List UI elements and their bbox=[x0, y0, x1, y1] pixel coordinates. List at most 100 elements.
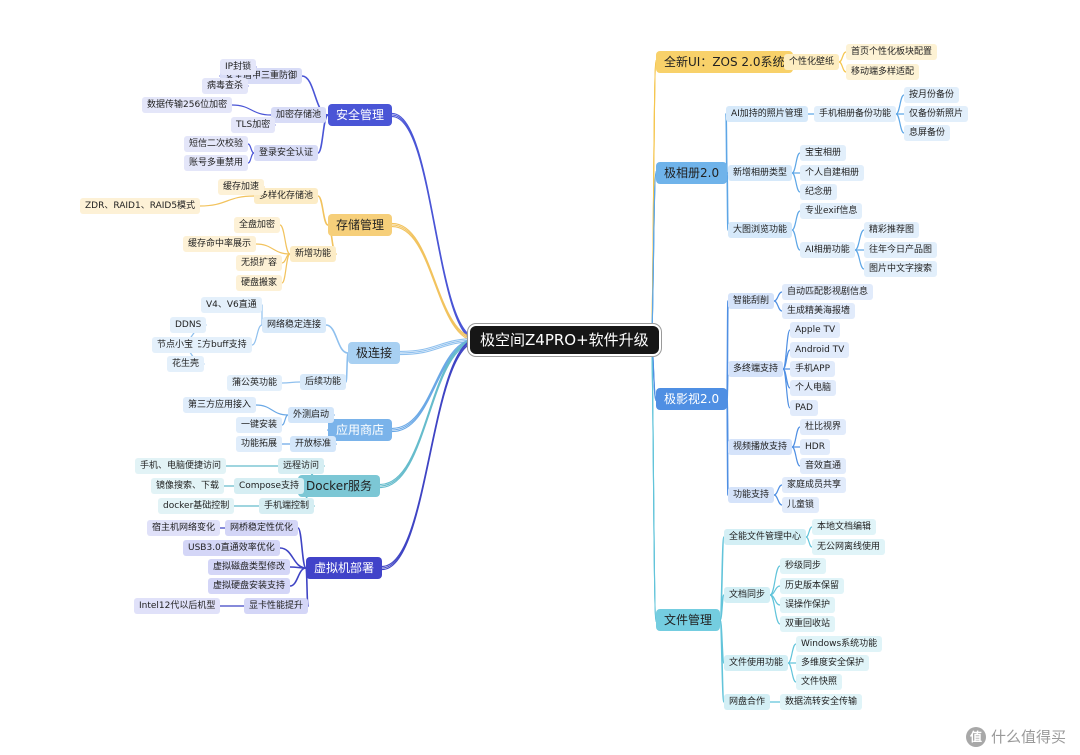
node-file-1-3[interactable]: 双重回收站 bbox=[780, 616, 836, 632]
node-video-3-0[interactable]: 家庭成员共享 bbox=[782, 477, 847, 493]
node-video-2-0[interactable]: 杜比视界 bbox=[800, 419, 847, 435]
node-video-1-1[interactable]: Android TV bbox=[790, 342, 850, 358]
node-file-2-2[interactable]: 文件快照 bbox=[796, 674, 843, 690]
node-album-2-1-1[interactable]: 往年今日产品图 bbox=[864, 242, 938, 258]
node-security-2[interactable]: 登录安全认证 bbox=[254, 145, 319, 161]
node-album-1-1[interactable]: 个人自建相册 bbox=[800, 165, 865, 181]
node-connect-0-1-0[interactable]: DDNS bbox=[170, 317, 207, 333]
node-storage-0-0[interactable]: 缓存加速 bbox=[218, 179, 265, 195]
node-file-0-0[interactable]: 本地文档编辑 bbox=[812, 519, 877, 535]
node-album-2[interactable]: 大图浏览功能 bbox=[728, 222, 793, 238]
node-album-0-0[interactable]: 手机相册备份功能 bbox=[814, 106, 897, 122]
node-vm-4-0[interactable]: Intel12代以后机型 bbox=[134, 598, 221, 614]
node-video-2-2[interactable]: 音效直通 bbox=[800, 458, 847, 474]
node-album-1[interactable]: 新增相册类型 bbox=[728, 165, 793, 181]
node-video-1-2[interactable]: 手机APP bbox=[790, 361, 836, 377]
node-security-0-1[interactable]: 病毒查杀 bbox=[202, 78, 249, 94]
node-album-0-0-0[interactable]: 按月份备份 bbox=[904, 87, 960, 103]
node-album-0-0-1[interactable]: 仅备份新照片 bbox=[904, 106, 969, 122]
node-album-1-0[interactable]: 宝宝相册 bbox=[800, 145, 847, 161]
node-file-0-1[interactable]: 无公网离线使用 bbox=[812, 539, 886, 555]
branch-connect[interactable]: 极连接 bbox=[348, 342, 401, 364]
branch-ui[interactable]: 全新UI：ZOS 2.0系统 bbox=[656, 51, 793, 73]
node-vm-0-0[interactable]: 宿主机网络变化 bbox=[147, 520, 221, 536]
node-album-2-0[interactable]: 专业exif信息 bbox=[800, 203, 863, 219]
node-connect-0-0[interactable]: V4、V6直通 bbox=[201, 297, 262, 313]
node-storage-1-1[interactable]: 缓存命中率展示 bbox=[183, 236, 257, 252]
node-connect-0-1-1[interactable]: 节点小宝 bbox=[152, 337, 199, 353]
node-storage-0-1[interactable]: ZDR、RAID1、RAID5模式 bbox=[80, 198, 201, 214]
branch-file[interactable]: 文件管理 bbox=[656, 609, 721, 631]
node-video-1-3[interactable]: 个人电脑 bbox=[790, 380, 837, 396]
node-file-1[interactable]: 文档同步 bbox=[724, 587, 771, 603]
node-video-1[interactable]: 多终端支持 bbox=[728, 361, 784, 377]
node-video-2[interactable]: 视频播放支持 bbox=[728, 439, 793, 455]
node-connect-0[interactable]: 网络稳定连接 bbox=[262, 317, 327, 333]
root-node[interactable]: 极空间Z4PRO+软件升级 bbox=[470, 326, 659, 354]
node-vm-3[interactable]: 虚拟硬盘安装支持 bbox=[208, 578, 291, 594]
node-ui-0[interactable]: 个性化壁纸 bbox=[784, 54, 840, 70]
node-security-1-1[interactable]: TLS加密 bbox=[231, 117, 276, 133]
node-appstore-0-0[interactable]: 第三方应用接入 bbox=[183, 397, 257, 413]
node-storage-1-0[interactable]: 全盘加密 bbox=[234, 217, 281, 233]
node-security-1[interactable]: 加密存储池 bbox=[271, 107, 327, 123]
node-docker-0-0[interactable]: 手机、电脑便捷访问 bbox=[135, 458, 227, 474]
branch-video[interactable]: 极影视2.0 bbox=[656, 388, 728, 410]
node-album-2-1-0[interactable]: 精彩推荐图 bbox=[864, 222, 920, 238]
node-file-1-2[interactable]: 误操作保护 bbox=[780, 597, 836, 613]
node-vm-0[interactable]: 网桥稳定性优化 bbox=[225, 520, 299, 536]
node-appstore-0[interactable]: 外测启动 bbox=[288, 407, 335, 423]
branch-album[interactable]: 极相册2.0 bbox=[656, 162, 728, 184]
node-album-0-0-2[interactable]: 息屏备份 bbox=[904, 125, 951, 141]
node-docker-2[interactable]: 手机端控制 bbox=[259, 498, 315, 514]
node-appstore-0-1[interactable]: 一键安装 bbox=[236, 417, 283, 433]
branch-appstore[interactable]: 应用商店 bbox=[328, 419, 393, 441]
node-vm-2[interactable]: 虚拟磁盘类型修改 bbox=[208, 559, 291, 575]
node-file-1-1[interactable]: 历史版本保留 bbox=[780, 578, 845, 594]
node-video-3-1[interactable]: 儿童锁 bbox=[782, 497, 820, 513]
node-video-0[interactable]: 智能刮削 bbox=[728, 293, 775, 309]
node-ui-0-1[interactable]: 移动端多样适配 bbox=[846, 64, 920, 80]
node-storage-1[interactable]: 新增功能 bbox=[290, 246, 337, 262]
node-appstore-1[interactable]: 开放标准 bbox=[290, 436, 337, 452]
node-file-1-0[interactable]: 秒级同步 bbox=[780, 558, 827, 574]
node-album-0[interactable]: AI加持的照片管理 bbox=[726, 106, 808, 122]
node-video-0-0[interactable]: 自动匹配影视剧信息 bbox=[782, 284, 874, 300]
node-security-2-1[interactable]: 账号多重禁用 bbox=[184, 155, 249, 171]
node-connect-1-0[interactable]: 蒲公英功能 bbox=[227, 375, 283, 391]
node-vm-4[interactable]: 显卡性能提升 bbox=[244, 598, 309, 614]
node-video-2-1[interactable]: HDR bbox=[800, 439, 830, 455]
branch-vm[interactable]: 虚拟机部署 bbox=[306, 557, 383, 579]
branch-security[interactable]: 安全管理 bbox=[328, 104, 393, 126]
node-ui-0-0[interactable]: 首页个性化板块配置 bbox=[846, 44, 938, 60]
node-file-0[interactable]: 全能文件管理中心 bbox=[724, 529, 807, 545]
node-video-0-1[interactable]: 生成精美海报墙 bbox=[782, 303, 856, 319]
node-security-1-0[interactable]: 数据传输256位加密 bbox=[142, 97, 233, 113]
node-storage-1-2[interactable]: 无损扩容 bbox=[236, 255, 283, 271]
node-storage-0[interactable]: 多样化存储池 bbox=[254, 188, 319, 204]
node-connect-1[interactable]: 后续功能 bbox=[300, 374, 347, 390]
node-docker-1-0[interactable]: 镜像搜索、下载 bbox=[151, 478, 225, 494]
node-vm-1[interactable]: USB3.0直通效率优化 bbox=[183, 540, 280, 556]
branch-storage[interactable]: 存储管理 bbox=[328, 214, 393, 236]
node-album-2-1[interactable]: AI相册功能 bbox=[800, 242, 855, 258]
node-docker-1[interactable]: Compose支持 bbox=[234, 478, 305, 494]
node-docker-0[interactable]: 远程访问 bbox=[278, 458, 325, 474]
node-connect-0-1-2[interactable]: 花生壳 bbox=[167, 356, 205, 372]
node-security-0-0[interactable]: IP封锁 bbox=[220, 59, 257, 75]
node-file-3-0[interactable]: 数据流转安全传输 bbox=[780, 694, 863, 710]
node-appstore-1-0[interactable]: 功能拓展 bbox=[236, 436, 283, 452]
node-file-3[interactable]: 网盘合作 bbox=[724, 694, 771, 710]
node-file-2-0[interactable]: Windows系统功能 bbox=[796, 636, 883, 652]
node-file-2[interactable]: 文件使用功能 bbox=[724, 655, 789, 671]
node-docker-2-0[interactable]: docker基础控制 bbox=[158, 498, 235, 514]
node-security-2-0[interactable]: 短信二次校验 bbox=[184, 136, 249, 152]
node-video-1-0[interactable]: Apple TV bbox=[790, 322, 841, 338]
node-file-2-1[interactable]: 多维度安全保护 bbox=[796, 655, 870, 671]
node-storage-1-3[interactable]: 硬盘搬家 bbox=[236, 275, 283, 291]
node-video-1-4[interactable]: PAD bbox=[790, 400, 818, 416]
node-album-1-2[interactable]: 纪念册 bbox=[800, 184, 838, 200]
node-video-3[interactable]: 功能支持 bbox=[728, 487, 775, 503]
branch-docker[interactable]: Docker服务 bbox=[298, 475, 381, 497]
node-album-2-1-2[interactable]: 图片中文字搜索 bbox=[864, 261, 938, 277]
